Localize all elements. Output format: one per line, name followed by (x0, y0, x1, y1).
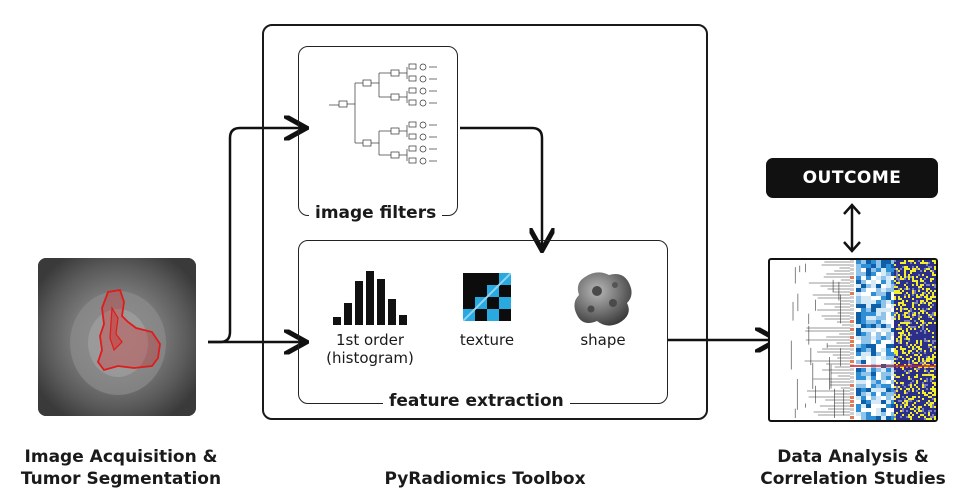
right-caption-line-2: Correlation Studies (760, 469, 946, 489)
image-filters-panel: image filters (298, 46, 458, 223)
left-caption: Image Acquisition & Tumor Segmentation (10, 446, 232, 490)
left-caption-line-2: Tumor Segmentation (20, 469, 222, 489)
pyradiomics-toolbox-frame (262, 24, 708, 420)
segmentation-contour (38, 258, 196, 416)
right-caption: Data Analysis & Correlation Studies (744, 446, 962, 490)
feature-extraction-panel: 1st order (histogram) texture shape feat… (298, 240, 668, 411)
shape-icon (574, 272, 632, 326)
feature-extraction-title: feature extraction (383, 391, 570, 411)
image-filters-title: image filters (309, 203, 443, 223)
texture-icon (463, 273, 511, 321)
right-caption-line-1: Data Analysis & (777, 447, 929, 467)
feature-label-texture: texture (459, 331, 515, 349)
filter-tree-diagram (329, 63, 437, 165)
center-caption: PyRadiomics Toolbox (384, 469, 586, 489)
feature-label-first-order: 1st order (histogram) (326, 331, 414, 367)
correlation-heatmap (768, 258, 938, 422)
tumor-mri-image (38, 258, 196, 416)
histogram-icon (333, 271, 407, 325)
arrow-filters-to-extraction (460, 126, 542, 248)
left-caption-line-1: Image Acquisition & (24, 447, 218, 467)
feature-label-shape: shape (580, 331, 626, 349)
outcome-box: OUTCOME (766, 158, 938, 198)
heatmap-graphic (790, 260, 936, 420)
